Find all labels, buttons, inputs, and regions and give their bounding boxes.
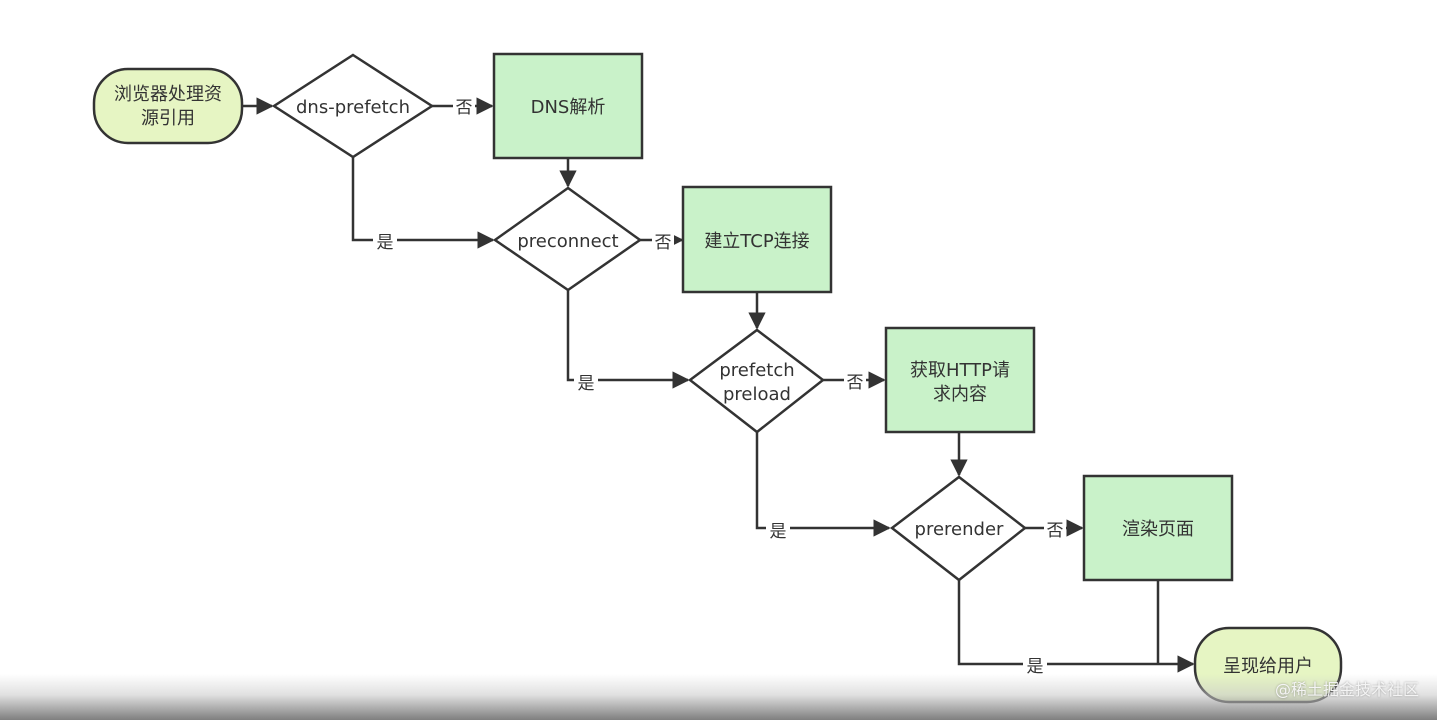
- edge-prefetch-yes: [755, 432, 891, 537]
- node-start: 浏览器处理资 源引用: [92, 67, 244, 145]
- edge-preconnect-yes: [566, 290, 690, 389]
- decision-prerender: prerender: [889, 475, 1028, 582]
- watermark: @稀土掘金技术社区: [1274, 680, 1419, 699]
- decision-preconnect: preconnect: [492, 186, 643, 292]
- edge-label-no: 否: [1047, 521, 1064, 541]
- process-tcp-connect-label: 建立TCP连接: [704, 231, 809, 252]
- edge-label-no: 否: [847, 373, 864, 393]
- decision-dns-prefetch: dns-prefetch: [271, 53, 435, 159]
- process-dns-resolve: DNS解析: [492, 52, 644, 160]
- edge-label-yes: 是: [377, 233, 394, 253]
- edge-label-no: 否: [655, 233, 672, 253]
- decision-preconnect-label: preconnect: [517, 231, 618, 252]
- bottom-shadow-bar: [0, 674, 1437, 720]
- decision-prefetch-preload-label-line2: preload: [723, 384, 791, 405]
- decision-prefetch-preload: prefetch preload: [687, 328, 826, 434]
- edge-prerender-yes: [957, 580, 1195, 673]
- edge-labels: 否 是 否 是 否 是 否 是: [373, 95, 1066, 677]
- process-http-request-label-line1: 获取HTTP请: [910, 360, 1010, 381]
- decision-prefetch-preload-label-line1: prefetch: [719, 360, 794, 381]
- edge-label-yes: 是: [578, 374, 595, 394]
- decision-prerender-label: prerender: [915, 519, 1004, 540]
- edges: [242, 97, 1195, 673]
- process-http-request: 获取HTTP请 求内容: [884, 326, 1036, 434]
- decision-dns-prefetch-label: dns-prefetch: [296, 97, 410, 118]
- edge-label-no: 否: [456, 98, 473, 118]
- edge-label-yes: 是: [1027, 657, 1044, 677]
- process-render-page: 渲染页面: [1082, 474, 1234, 582]
- edge-dns-prefetch-yes: [351, 157, 495, 249]
- node-present-label: 呈现给用户: [1223, 656, 1313, 677]
- process-tcp-connect: 建立TCP连接: [681, 185, 833, 294]
- node-start-label-line1: 浏览器处理资: [114, 84, 222, 105]
- process-render-page-label: 渲染页面: [1122, 519, 1194, 540]
- process-http-request-label-line2: 求内容: [933, 384, 987, 405]
- process-dns-resolve-label: DNS解析: [531, 97, 606, 118]
- edge-label-yes: 是: [770, 522, 787, 542]
- node-start-label-line2: 源引用: [141, 108, 195, 129]
